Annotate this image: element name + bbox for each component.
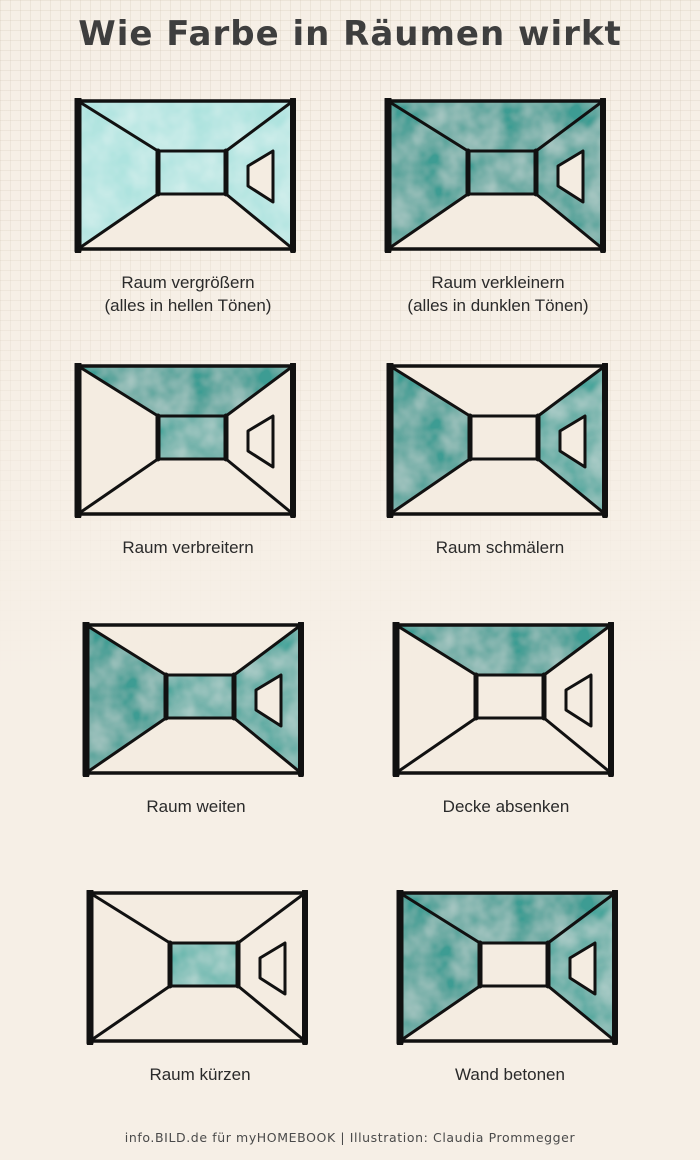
panel-raum-verkleinern: Raum verkleinern (alles in dunklen Tönen…	[378, 98, 618, 317]
panel-raum-vergroessern: Raum vergrößern (alles in hellen Tönen)	[68, 98, 308, 317]
caption-line-1: Raum vergrößern	[121, 273, 255, 292]
panel-caption: Raum vergrößern (alles in hellen Tönen)	[68, 271, 308, 317]
panel-caption: Raum weiten	[76, 795, 316, 818]
panel-raum-verbreitern: Raum verbreitern	[68, 363, 308, 559]
room-illustration	[386, 363, 608, 518]
panel-wand-betonen: Wand betonen	[390, 890, 630, 1086]
caption-line-1: Wand betonen	[455, 1065, 565, 1084]
page-title: Wie Farbe in Räumen wirkt	[78, 14, 622, 54]
panel-decke-absenken: Decke absenken	[386, 622, 626, 818]
room-illustration	[74, 363, 296, 518]
panel-caption: Decke absenken	[386, 795, 626, 818]
room-illustration	[82, 622, 304, 777]
caption-line-1: Raum verbreitern	[122, 538, 254, 557]
panel-raum-weiten: Raum weiten	[76, 622, 316, 818]
caption-line-2: (alles in dunklen Tönen)	[407, 296, 589, 315]
panel-caption: Wand betonen	[390, 1063, 630, 1086]
caption-line-1: Raum weiten	[146, 797, 246, 816]
footer-credit: info.BILD.de für myHOMEBOOK | Illustrati…	[124, 1130, 576, 1145]
room-illustration	[86, 890, 308, 1045]
caption-line-1: Raum verkleinern	[431, 273, 565, 292]
caption-line-1: Raum kürzen	[149, 1065, 251, 1084]
caption-line-2: (alles in hellen Tönen)	[104, 296, 272, 315]
room-illustration	[384, 98, 606, 253]
room-illustration	[396, 890, 618, 1045]
panel-caption: Raum verbreitern	[68, 536, 308, 559]
panel-raum-schmaelern: Raum schmälern	[380, 363, 620, 559]
panel-caption: Raum verkleinern (alles in dunklen Tönen…	[378, 271, 618, 317]
panel-caption: Raum kürzen	[80, 1063, 320, 1086]
room-illustration	[392, 622, 614, 777]
caption-line-1: Raum schmälern	[435, 538, 565, 557]
panel-raum-kuerzen: Raum kürzen	[80, 890, 320, 1086]
caption-line-1: Decke absenken	[442, 797, 570, 816]
panel-caption: Raum schmälern	[380, 536, 620, 559]
room-illustration	[74, 98, 296, 253]
